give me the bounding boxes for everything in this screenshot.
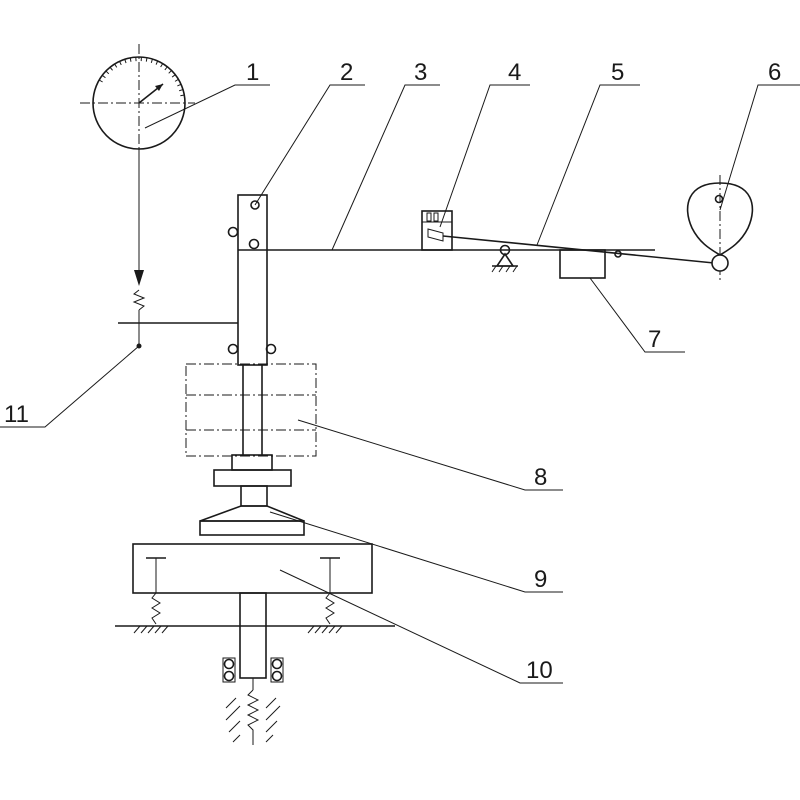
- gauge-tick: [179, 89, 184, 92]
- label-4: 4: [508, 59, 521, 86]
- leader-lines: [0, 84, 800, 684]
- lever-arm: [442, 235, 715, 273]
- gauge-tick: [124, 59, 127, 64]
- base-platform: [115, 543, 395, 745]
- indicator-arm: [118, 310, 238, 349]
- label-5: 5: [611, 59, 624, 86]
- label-11: 11: [4, 401, 29, 428]
- label-2: 2: [340, 59, 353, 86]
- gauge-tick: [150, 58, 153, 63]
- dashed-weights: [185, 363, 317, 457]
- sensor-block: [421, 210, 453, 251]
- dial-gauge: [80, 44, 195, 311]
- gauge-tick: [98, 79, 103, 83]
- vertical-slider: [227, 194, 277, 455]
- label-3: 3: [414, 59, 427, 86]
- gauge-tick: [109, 66, 113, 71]
- gauge-tick: [101, 74, 106, 79]
- gauge-tick: [177, 83, 182, 87]
- label-10: 10: [526, 657, 553, 684]
- label-8: 8: [534, 464, 547, 491]
- gauge-tick: [164, 66, 168, 71]
- gauge-tick: [129, 57, 132, 62]
- part-labels: 1 2 3 4 5 6 7 8 9 10 11: [4, 59, 781, 684]
- gauge-tick: [171, 74, 176, 78]
- counterweight: [559, 249, 606, 279]
- gauge-tick: [114, 63, 118, 68]
- gauge-tick: [119, 61, 122, 66]
- gauge-tick: [168, 70, 172, 74]
- gauge-tick: [160, 63, 164, 68]
- gauge-tick: [180, 94, 185, 97]
- gauge-tick: [174, 78, 179, 82]
- gauge-tick: [145, 57, 148, 62]
- label-9: 9: [534, 566, 547, 593]
- spindle-assembly: [199, 454, 305, 536]
- cam: [686, 175, 754, 280]
- gauge-tick: [105, 70, 110, 75]
- label-7: 7: [648, 326, 661, 353]
- label-6: 6: [768, 59, 781, 86]
- label-1: 1: [246, 59, 259, 86]
- gauge-tick: [155, 60, 159, 65]
- gauge-ticks: [98, 57, 185, 97]
